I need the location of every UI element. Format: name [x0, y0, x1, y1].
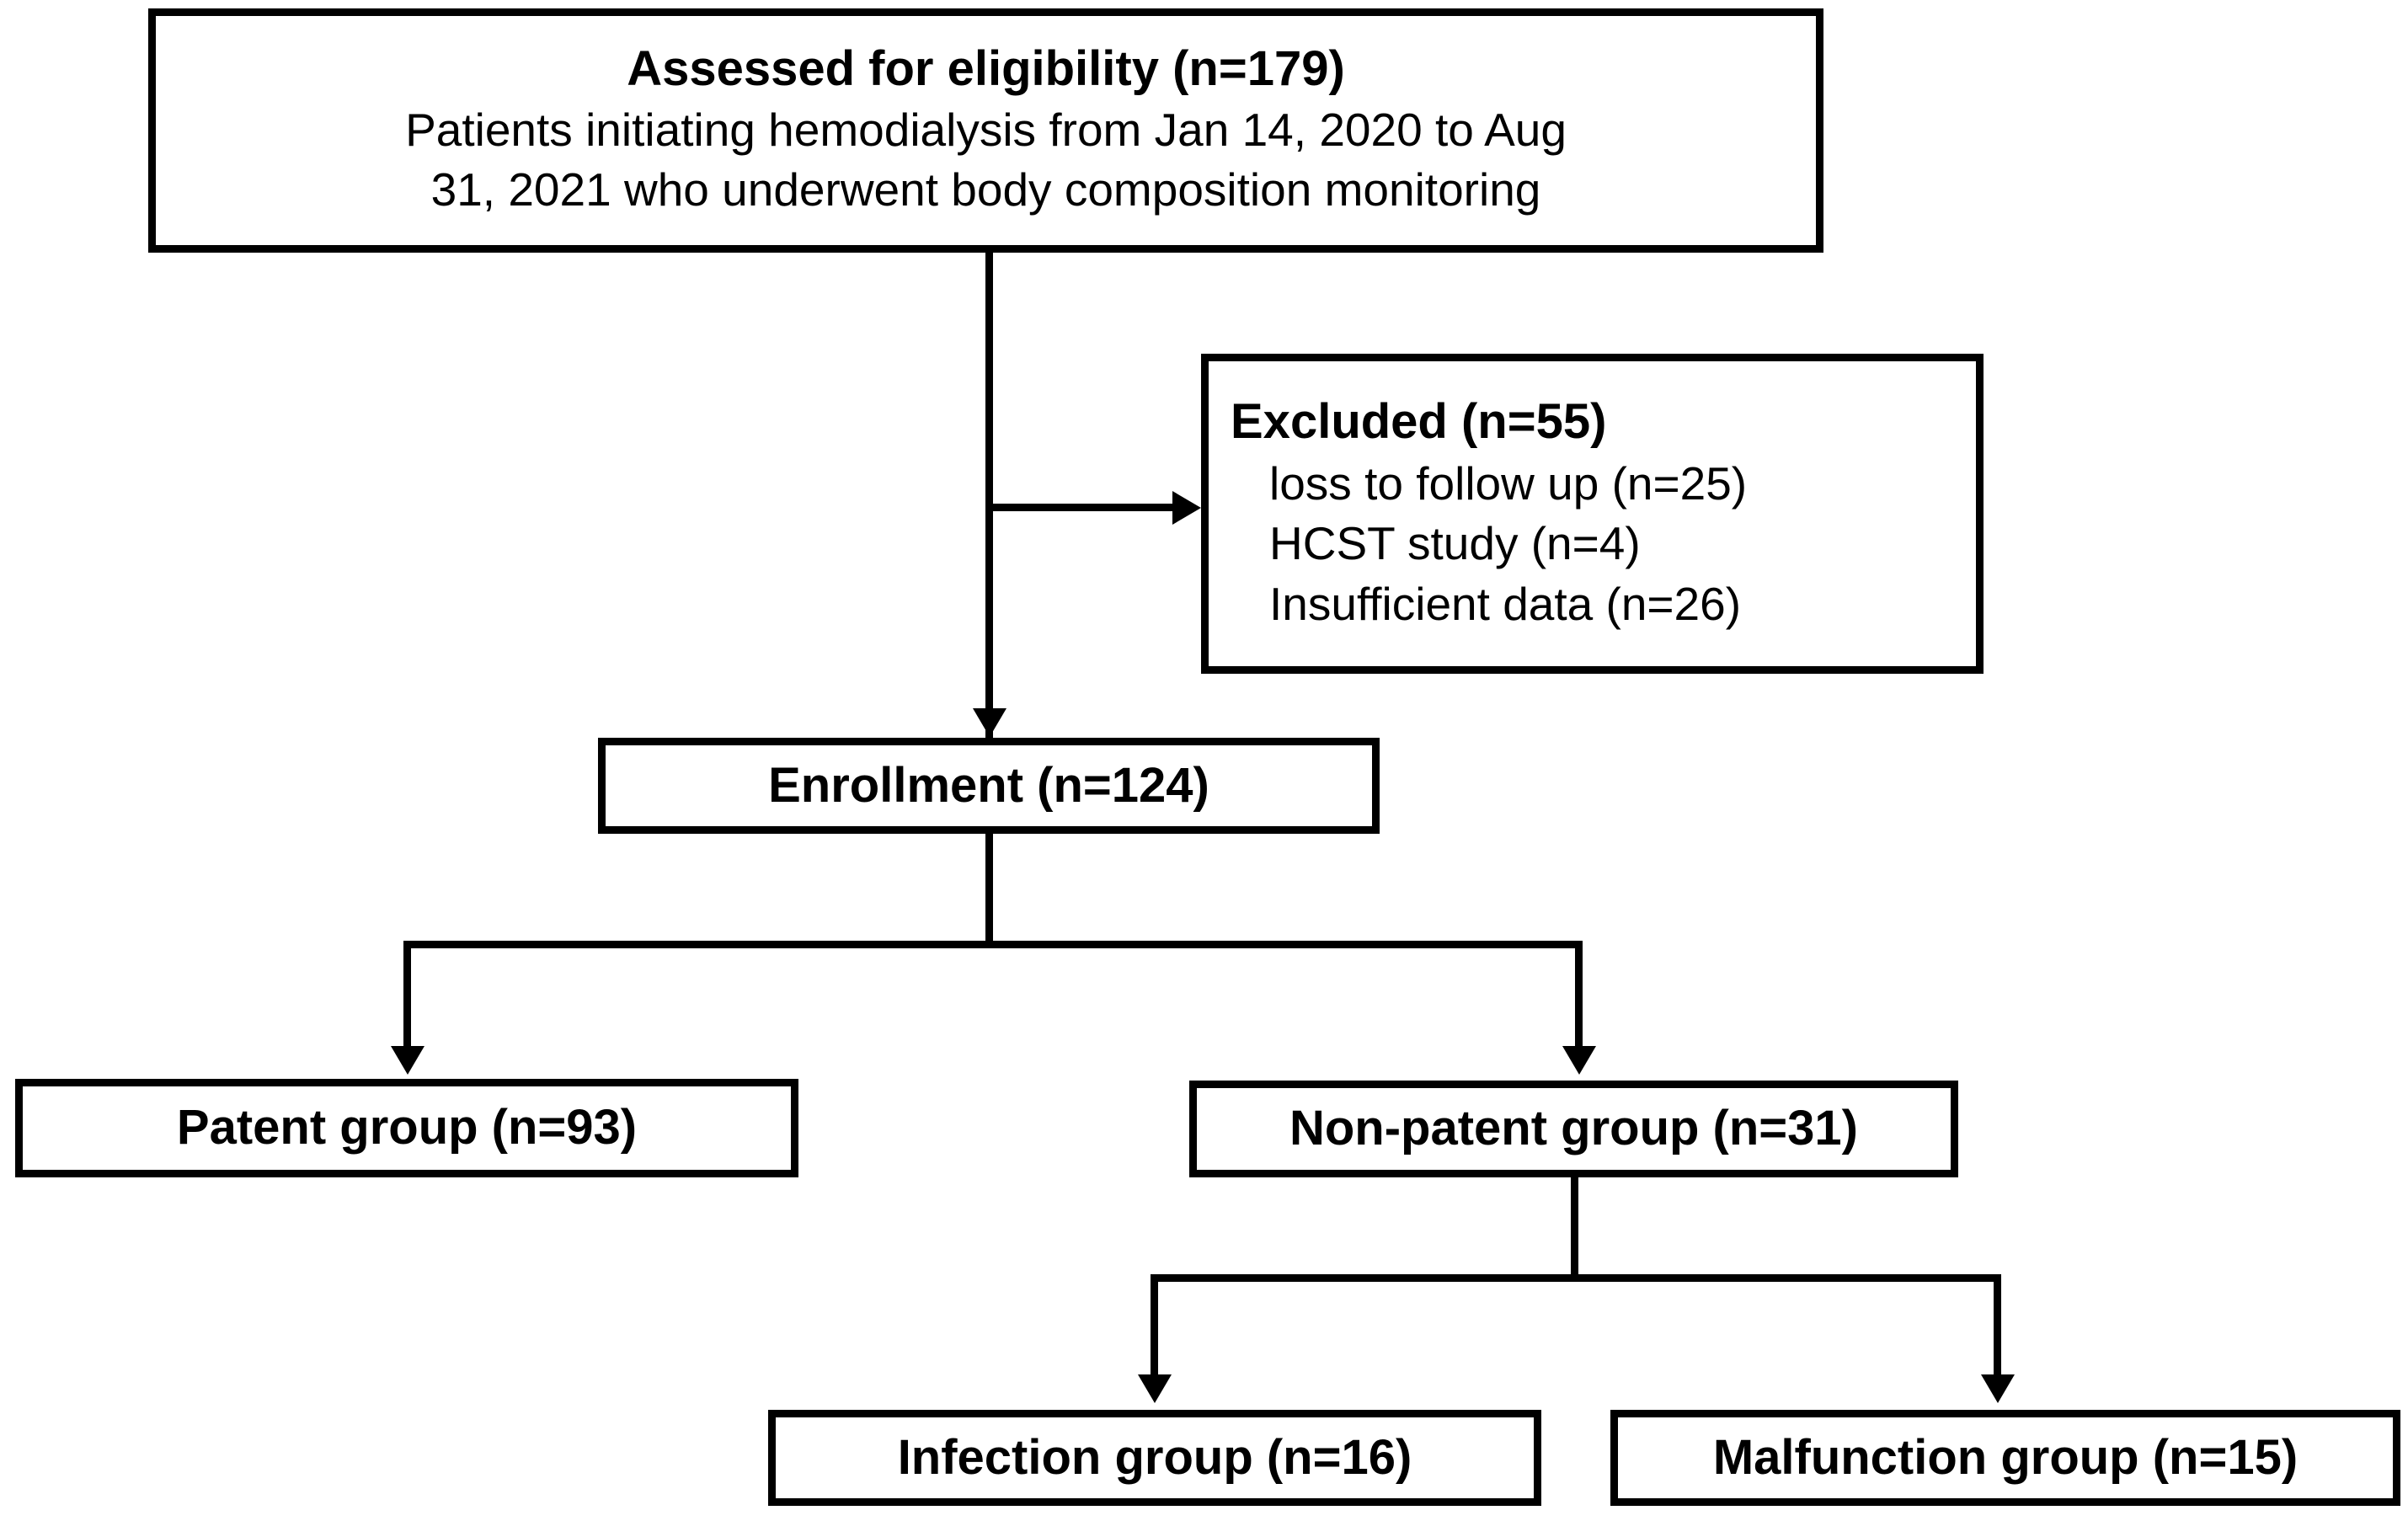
malfunction-group-title: Malfunction group (n=15)	[1712, 1429, 2299, 1485]
excluded-reason-insufficient-data: Insufficient data (n=26)	[1269, 577, 1742, 630]
connector-to-infection	[1151, 1274, 1158, 1379]
excluded-title: Excluded (n=55)	[1231, 393, 1607, 449]
non-patent-group-title: Non-patent group (n=31)	[1289, 1101, 1858, 1156]
connector-trunk-to-excluded	[993, 504, 1172, 511]
infection-group-title: Infection group (n=16)	[897, 1429, 1412, 1485]
connector-enrollment-split-bar	[403, 941, 1583, 948]
node-infection-group: Infection group (n=16)	[768, 1410, 1541, 1506]
connector-nonpatent-split-bar	[1151, 1274, 2001, 1282]
excluded-reason-loss-to-follow-up: loss to follow up (n=25)	[1269, 456, 1748, 510]
enrollment-title: Enrollment (n=124)	[768, 757, 1209, 813]
connector-to-patent	[403, 941, 411, 1050]
arrowhead-enrollment	[973, 708, 1006, 737]
node-assessed-for-eligibility: Assessed for eligibility (n=179) Patient…	[148, 8, 1823, 253]
node-malfunction-group: Malfunction group (n=15)	[1610, 1410, 2400, 1506]
node-patent-group: Patent group (n=93)	[15, 1079, 798, 1177]
excluded-reason-hcst-study: HCST study (n=4)	[1269, 517, 1641, 570]
arrowhead-excluded	[1172, 491, 1201, 525]
connector-enrollment-split-stem	[985, 834, 993, 948]
arrowhead-infection	[1138, 1374, 1172, 1403]
connector-assessed-to-enrollment	[985, 253, 993, 738]
node-non-patent-group: Non-patent group (n=31)	[1189, 1081, 1958, 1177]
connector-to-nonpatent	[1575, 941, 1583, 1050]
node-excluded: Excluded (n=55) loss to follow up (n=25)…	[1201, 354, 1984, 674]
connector-to-malfunction	[1994, 1274, 2001, 1379]
connector-nonpatent-split-stem	[1571, 1177, 1578, 1280]
patent-group-title: Patent group (n=93)	[176, 1100, 638, 1155]
arrowhead-malfunction	[1981, 1374, 2015, 1403]
node-enrollment: Enrollment (n=124)	[598, 738, 1380, 834]
assessed-detail-line-2: 31, 2021 who underwent body composition …	[430, 163, 1541, 216]
arrowhead-patent	[391, 1046, 424, 1075]
assessed-detail-line-1: Patients initiating hemodialysis from Ja…	[405, 103, 1567, 156]
arrowhead-nonpatent	[1562, 1046, 1596, 1075]
assessed-title: Assessed for eligibility (n=179)	[627, 41, 1345, 97]
